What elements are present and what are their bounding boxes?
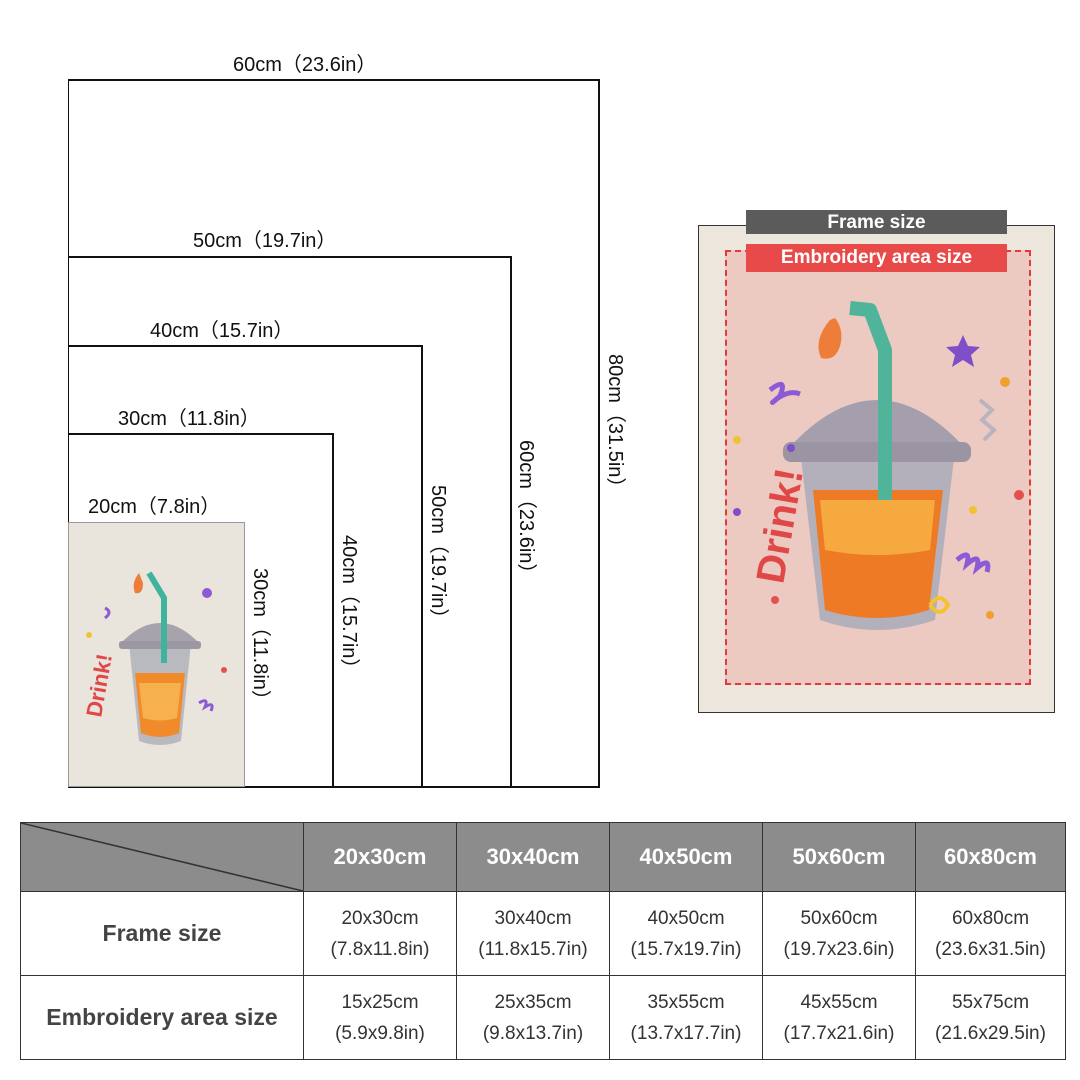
table-row: Embroidery area size 15x25cm(5.9x9.8in) …: [20, 975, 1066, 1060]
large-artwork-canvas: Drink!: [725, 250, 1031, 685]
cell-in: (11.8x15.7in): [478, 938, 588, 960]
cell-in: (9.8x13.7in): [482, 1022, 584, 1044]
cell-cm: 30x40cm: [494, 907, 572, 929]
width-label-30: 30cm（11.8in）: [118, 408, 260, 430]
table-header-cell: 20x30cm: [303, 822, 457, 892]
embroidery-area-tag: Embroidery area size: [746, 244, 1007, 272]
table-cell: 50x60cm (19.7x23.6in): [762, 891, 916, 976]
cell-in: (17.7x21.6in): [783, 1022, 895, 1044]
cell-cm: 40x50cm: [647, 907, 725, 929]
table-cell: 45x55cm (17.7x21.6in): [762, 975, 916, 1060]
embroidery-area-outline: [725, 250, 1031, 685]
cell-cm: 45x55cm: [800, 991, 878, 1013]
table-header-cell: 50x60cm: [762, 822, 916, 892]
table-header-cell: 30x40cm: [456, 822, 610, 892]
height-label-50: 50cm（19.7in）: [427, 485, 449, 629]
cell-cm: 35x55cm: [647, 991, 725, 1013]
cell-cm: 60x80cm: [951, 907, 1030, 929]
table-cell: 60x80cm (23.6x31.5in): [915, 891, 1066, 976]
cell-cm: 15x25cm: [341, 991, 419, 1013]
table-cell: 15x25cm (5.9x9.8in): [303, 975, 457, 1060]
small-artwork-preview: Drink!: [68, 522, 245, 787]
frame-size-tag: Frame size: [746, 210, 1007, 234]
table-header-row: 20x30cm 30x40cm 40x50cm 50x60cm 60x80cm: [20, 822, 1066, 892]
cell-in: (23.6x31.5in): [935, 938, 1046, 960]
cell-in: (5.9x9.8in): [335, 1022, 425, 1044]
table-cell: 20x30cm (7.8x11.8in): [303, 891, 457, 976]
height-label-60: 60cm（23.6in）: [515, 440, 537, 584]
cell-in: (15.7x19.7in): [630, 938, 742, 960]
width-label-60: 60cm（23.6in）: [233, 54, 377, 76]
table-header-cell: 40x50cm: [609, 822, 763, 892]
table-cell: 30x40cm (11.8x15.7in): [456, 891, 610, 976]
table-cell: 55x75cm (21.6x29.5in): [915, 975, 1066, 1060]
table-corner-cell: [20, 822, 304, 892]
width-label-40: 40cm（15.7in）: [150, 320, 294, 342]
cell-cm: 50x60cm: [800, 907, 878, 929]
table-cell: 25x35cm (9.8x13.7in): [456, 975, 610, 1060]
table-header-cell: 60x80cm: [915, 822, 1066, 892]
cell-cm: 55x75cm: [951, 991, 1030, 1013]
cell-in: (19.7x23.6in): [783, 938, 895, 960]
height-label-40: 40cm（15.7in）: [338, 535, 360, 679]
width-label-50: 50cm（19.7in）: [193, 230, 337, 252]
artwork-text-small: Drink!: [81, 652, 117, 719]
cell-in: (21.6x29.5in): [935, 1022, 1046, 1044]
height-label-80: 80cm（31.5in）: [604, 354, 626, 498]
width-label-20: 20cm（7.8in）: [88, 496, 221, 518]
height-label-30: 30cm（11.8in）: [249, 568, 271, 710]
row-label-frame-size: Frame size: [20, 891, 304, 976]
table-cell: 35x55cm (13.7x17.7in): [609, 975, 763, 1060]
table-cell: 40x50cm (15.7x19.7in): [609, 891, 763, 976]
row-label-embroidery-area-size: Embroidery area size: [20, 975, 304, 1060]
table-row: Frame size 20x30cm (7.8x11.8in) 30x40cm (1…: [20, 891, 1066, 976]
cell-in: (13.7x17.7in): [630, 1022, 742, 1044]
cell-in: (7.8x11.8in): [330, 938, 430, 960]
size-table: 20x30cm 30x40cm 40x50cm 50x60cm 60x80cm …: [20, 822, 1066, 1060]
cell-cm: 20x30cm: [341, 907, 419, 929]
cell-cm: 25x35cm: [494, 991, 572, 1013]
